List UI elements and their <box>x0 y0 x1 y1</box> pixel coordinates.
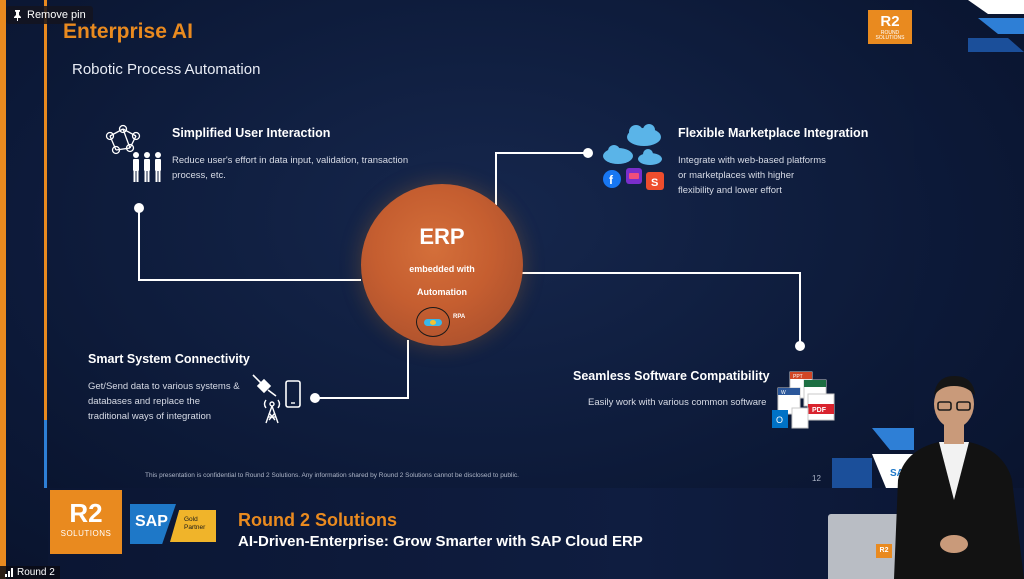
antenna-icon <box>263 399 281 424</box>
remove-pin-label: Remove pin <box>27 9 86 21</box>
slide-title: Enterprise AI <box>63 20 193 43</box>
connector-dot <box>583 148 593 158</box>
connector-dot <box>310 393 320 403</box>
laptop-logo: R2 <box>876 544 892 558</box>
feature-heading-connectivity: Smart System Connectivity <box>88 352 250 366</box>
erp-title: ERP <box>419 224 465 249</box>
r2-logo: R2 ROUND SOLUTIONS <box>868 10 912 44</box>
svg-text:O: O <box>776 415 783 425</box>
svg-text:PPT: PPT <box>793 374 803 380</box>
svg-text:S: S <box>651 177 658 189</box>
slide-subtitle: Robotic Process Automation <box>72 61 261 78</box>
sap-logo: SAP <box>130 504 176 544</box>
svg-text:W: W <box>781 390 786 396</box>
left-accent-strip <box>0 0 6 579</box>
remove-pin-button[interactable]: Remove pin <box>6 6 93 24</box>
connector-dot <box>795 341 805 351</box>
sap-gold-partner-badge: SAP Gold Partner <box>130 504 216 544</box>
document-stack-icon: PPT W PDF O <box>772 371 835 429</box>
participant-name: Round 2 <box>17 567 55 578</box>
connector-left-bottom <box>315 340 409 399</box>
feature-heading-marketplace: Flexible Marketplace Integration <box>678 126 869 140</box>
feature-desc-connectivity: Get/Send data to various systems & datab… <box>88 381 240 422</box>
rpa-bot-icon <box>416 307 450 337</box>
banner-subtitle: AI-Driven-Enterprise: Grow Smarter with … <box>238 533 643 550</box>
connector-left-top <box>138 208 361 281</box>
page-number: 12 <box>812 474 821 483</box>
svg-text:f: f <box>609 173 614 187</box>
slide-blue-bar <box>44 420 47 488</box>
participant-label: Round 2 <box>0 566 60 579</box>
presenter-video <box>894 376 1024 579</box>
feature-heading-user-interaction: Simplified User Interaction <box>172 126 331 140</box>
people-icon <box>133 152 161 182</box>
rpa-label: RPA <box>453 314 466 320</box>
feature-desc-marketplace: Integrate with web-based platforms or ma… <box>678 155 826 196</box>
shopee-icon: S <box>646 172 664 190</box>
erp-center-circle: ERP embedded with Automation RPA <box>361 184 523 346</box>
feature-desc-compatibility: Easily work with various common software <box>588 397 767 408</box>
confidential-note: This presentation is confidential to Rou… <box>145 472 519 479</box>
r2-banner-logo: R2 SOLUTIONS <box>50 490 122 554</box>
svg-text:PDF: PDF <box>812 407 827 414</box>
feature-desc-user-interaction: Reduce user's effort in data input, vali… <box>172 155 409 181</box>
banner-title: Round 2 Solutions <box>238 510 397 530</box>
slide-accent-bar <box>44 0 47 420</box>
connector-right-bottom <box>522 272 801 346</box>
pin-icon <box>14 9 21 21</box>
connector-right-top <box>495 152 588 205</box>
cloud-icon <box>603 124 662 165</box>
feature-heading-compatibility: Seamless Software Compatibility <box>573 369 770 383</box>
facebook-icon: f <box>603 170 621 188</box>
phone-icon <box>285 380 301 408</box>
plug-icon <box>252 374 277 397</box>
sap-partner-label: Gold Partner <box>170 510 216 542</box>
lazada-icon <box>626 168 642 184</box>
erp-subtitle-embedded: embedded with <box>409 264 475 274</box>
signal-bars-icon <box>5 568 13 577</box>
network-icon <box>105 124 141 155</box>
corner-decoration <box>968 0 1024 52</box>
connector-dot <box>134 203 144 213</box>
erp-subtitle-automation: Automation <box>417 287 467 297</box>
